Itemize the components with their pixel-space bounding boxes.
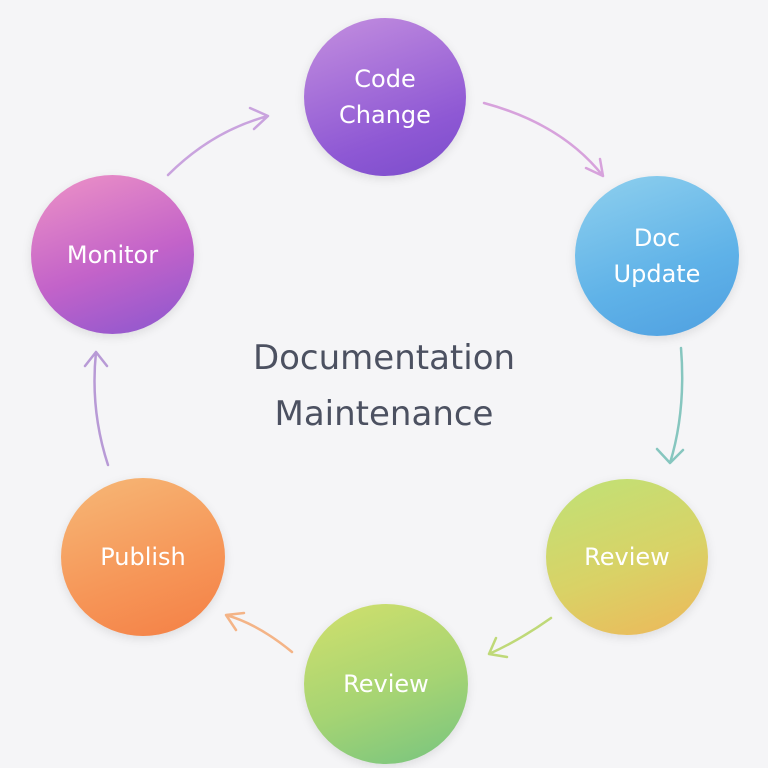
arrow-review-to-review <box>487 616 553 659</box>
node-label: Publish <box>100 543 186 571</box>
arrow-publish-to-monitor <box>83 350 110 467</box>
node-label-line2: Update <box>613 260 701 288</box>
node-label: Review <box>343 670 429 698</box>
node-label-line2: Change <box>339 101 431 129</box>
node-label: Review <box>584 543 670 571</box>
node-review-1: Review <box>546 479 708 635</box>
arrow-doc-to-review <box>655 346 685 465</box>
node-monitor: Monitor <box>31 175 194 334</box>
node-code-change: Code Change <box>304 18 466 176</box>
node-label-line1: Doc <box>633 224 681 252</box>
node-label-line1: Code <box>354 65 416 93</box>
arrow-monitor-to-code <box>166 106 270 177</box>
arrow-code-to-doc <box>482 101 605 178</box>
node-publish: Publish <box>61 478 225 636</box>
diagram-title-line2: Maintenance <box>274 394 494 434</box>
diagram-title-line1: Documentation <box>252 338 516 378</box>
diagram-title: Documentation Maintenance <box>184 330 584 442</box>
node-label: Monitor <box>66 240 159 269</box>
arrow-review-to-publish <box>224 611 294 654</box>
node-review-2: Review <box>304 604 468 764</box>
node-doc-update: Doc Update <box>575 176 739 336</box>
